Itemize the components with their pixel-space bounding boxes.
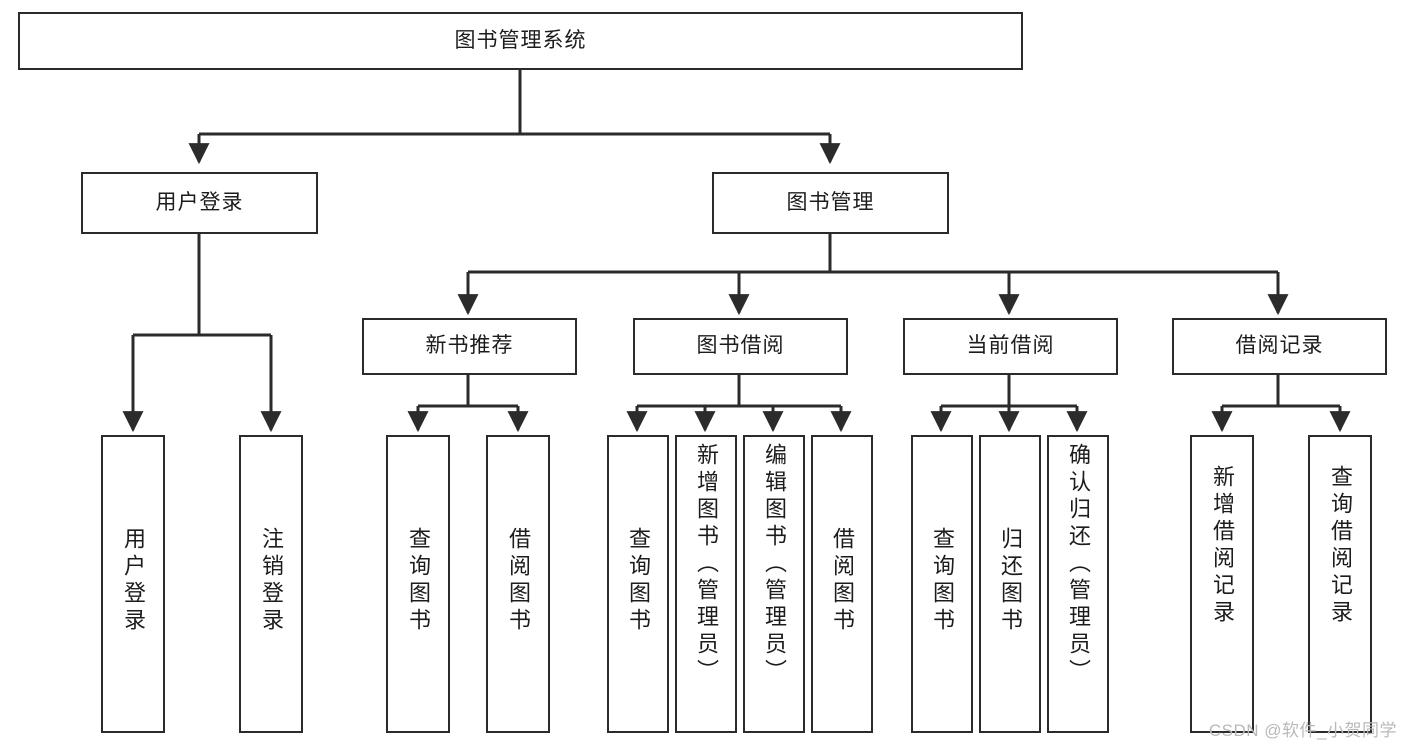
leaf-borrow-borrow-book-label: 借阅图书 (830, 527, 855, 635)
node-root[interactable]: 图书管理系统 (18, 12, 1023, 70)
leaf-user-login-label: 用户登录 (121, 527, 146, 635)
leaf-newbook-borrow-book[interactable]: 借阅图书 (486, 435, 550, 733)
leaf-borrow-borrow-book[interactable]: 借阅图书 (811, 435, 873, 733)
node-book-management-label: 图书管理 (786, 190, 875, 214)
node-book-management[interactable]: 图书管理 (712, 172, 949, 234)
leaf-borrow-add-book-label: 新增图书（管理员） (694, 443, 719, 686)
node-user-login-label: 用户登录 (155, 190, 244, 214)
leaf-record-add-record-label: 新增借阅记录 (1210, 465, 1235, 627)
leaf-user-logout-label: 注销登录 (259, 527, 284, 635)
node-new-book-recommend[interactable]: 新书推荐 (362, 318, 577, 375)
node-book-borrow-label: 图书借阅 (696, 334, 785, 358)
leaf-newbook-query-book[interactable]: 查询图书 (386, 435, 450, 733)
node-user-login[interactable]: 用户登录 (81, 172, 318, 234)
watermark: CSDN @软件_小贺同学 (1208, 721, 1397, 740)
node-borrow-record[interactable]: 借阅记录 (1172, 318, 1387, 375)
node-current-borrow[interactable]: 当前借阅 (903, 318, 1118, 375)
leaf-borrow-edit-book-label: 编辑图书（管理员） (762, 443, 787, 686)
leaf-borrow-query-book-label: 查询图书 (626, 527, 651, 635)
leaf-current-confirm-return-label: 确认归还（管理员） (1066, 443, 1091, 686)
node-new-book-recommend-label: 新书推荐 (425, 334, 514, 358)
leaf-newbook-borrow-book-label: 借阅图书 (506, 527, 531, 635)
leaf-borrow-edit-book[interactable]: 编辑图书（管理员） (743, 435, 805, 733)
leaf-borrow-query-book[interactable]: 查询图书 (607, 435, 669, 733)
node-borrow-record-label: 借阅记录 (1235, 334, 1324, 358)
node-current-borrow-label: 当前借阅 (966, 334, 1055, 358)
leaf-current-query-book[interactable]: 查询图书 (911, 435, 973, 733)
leaf-record-query-record-label: 查询借阅记录 (1328, 465, 1353, 627)
leaf-borrow-add-book[interactable]: 新增图书（管理员） (675, 435, 737, 733)
leaf-record-add-record[interactable]: 新增借阅记录 (1190, 435, 1254, 733)
leaf-current-return-book-label: 归还图书 (998, 527, 1023, 635)
leaf-current-confirm-return[interactable]: 确认归还（管理员） (1047, 435, 1109, 733)
leaf-newbook-query-book-label: 查询图书 (406, 527, 431, 635)
leaf-current-query-book-label: 查询图书 (930, 527, 955, 635)
node-root-label: 图书管理系统 (454, 28, 587, 52)
leaf-user-login[interactable]: 用户登录 (101, 435, 165, 733)
leaf-record-query-record[interactable]: 查询借阅记录 (1308, 435, 1372, 733)
leaf-user-logout[interactable]: 注销登录 (239, 435, 303, 733)
node-book-borrow[interactable]: 图书借阅 (633, 318, 848, 375)
leaf-current-return-book[interactable]: 归还图书 (979, 435, 1041, 733)
